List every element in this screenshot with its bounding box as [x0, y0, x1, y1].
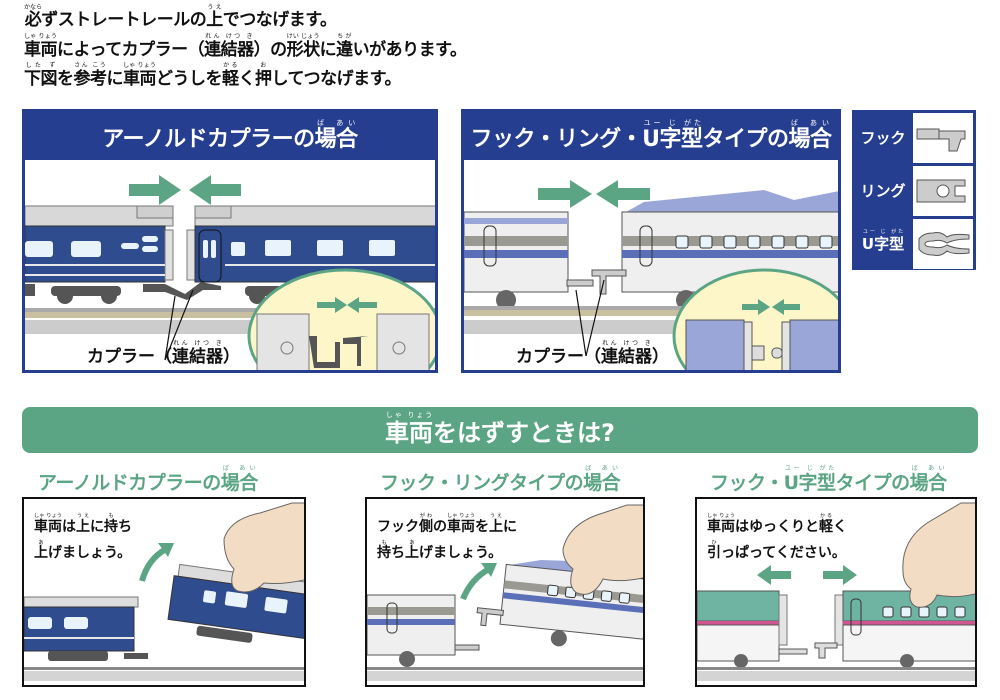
detach-hook-u-instruction: 車両しゃ りょうはゆっくりと軽かるく 引ひっぱってください。: [707, 513, 847, 566]
hand-icon: [223, 502, 304, 593]
left-shinkansen-car: [464, 211, 594, 310]
arrow-right-icon: [538, 180, 592, 208]
instruction-line: 車両しゃ りょうはゆっくりと軽かるく: [707, 513, 847, 535]
detach-hook-ring-title: フック・リングタイプの場合ば あい: [380, 465, 621, 494]
hook-u-coupler-zoom-detail: [672, 268, 838, 370]
push-together-arrows: [538, 180, 650, 208]
arnold-connect-illustration: [25, 175, 435, 370]
left-shinkansen-car: [367, 594, 480, 667]
arrow-left-icon: [596, 180, 650, 208]
intro-line-3: 下図した ずを参考さん こうに車両しゃ りょうどうしを軽かるく押おしてつなげます…: [24, 62, 401, 89]
rail-track: [697, 667, 975, 681]
detach-arnold-title: アーノルドカプラーの場合ば あい: [38, 465, 258, 494]
detach-arnold-step: 車両しゃ りょうは上うえに持もち 上あげましょう。: [22, 497, 306, 687]
left-blue-coach: [24, 596, 148, 661]
instruction-line: フック側がわの車両しゃ りょうを上うえに: [377, 513, 517, 535]
arnold-panel-title: アーノルドカプラーの場合ば あい: [25, 112, 435, 160]
lift-arrow-icon: [158, 543, 174, 557]
coupler-label: カプラー（連結器れん けつ き）: [516, 340, 669, 367]
legend-row-hook: フック: [855, 113, 973, 163]
coupler-label: カプラー（連結器れん けつ き）: [87, 340, 240, 367]
arrow-right-icon: [823, 565, 857, 585]
legend-row-ring: リング: [855, 166, 973, 216]
hand-icon: [902, 502, 975, 608]
instruction-line: 引ひっぱってください。: [707, 540, 846, 561]
detach-hook-u-illustration: [697, 502, 975, 681]
detach-hook-ring-step: フック側がわの車両しゃ りょうを上うえに 持もち上あげましょう。: [365, 497, 645, 687]
intro-line-1: 必かならずストレートレールの上うえでつなげます。: [24, 4, 337, 30]
detach-hook-ring-illustration: [367, 504, 643, 681]
legend-label-u-shape: U字型ユー じ がた: [861, 229, 905, 253]
hand-icon: [562, 504, 643, 595]
intro-line-2: 車両しゃ りょうによってカプラー（連結器れん けつ き）の形状けい じょうに違ち…: [24, 33, 467, 60]
detach-arnold-instruction: 車両しゃ りょうは上うえに持もち 上あげましょう。: [34, 513, 132, 566]
u-shape-coupler-icon: [913, 219, 973, 269]
pull-apart-arrows: [757, 565, 857, 585]
instruction-line: 持もち上あげましょう。: [377, 540, 503, 561]
detach-hook-u-title: フック・U字型ユー じ がたタイプの場合ば あい: [710, 465, 947, 494]
rail-track: [24, 667, 304, 681]
hook-ring-u-connect-panel: フック・リング・U字型ユー じ がたタイプの場合ば あい: [461, 109, 841, 373]
detach-hook-u-step: 車両しゃ りょうはゆっくりと軽かるく 引ひっぱってください。: [695, 497, 977, 687]
hook-coupler-icon: [913, 113, 973, 163]
shinkansen-connect-illustration: [464, 180, 838, 370]
lift-arrow-icon: [481, 563, 497, 577]
arnold-connect-panel: アーノルドカプラーの場合ば あい: [22, 109, 438, 373]
coupler-pointer-lines: [164, 289, 194, 361]
legend-label-ring: リング: [860, 182, 906, 200]
instruction-line: 上あげましょう。: [34, 540, 132, 561]
ring-coupler-icon: [913, 166, 973, 216]
left-e5-car: [697, 590, 808, 668]
arrow-left-icon: [189, 175, 241, 205]
coupler-pointer-lines: [575, 279, 605, 357]
left-blue-coach: [25, 205, 174, 283]
hook-ring-u-panel-title: フック・リング・U字型ユー じ がたタイプの場合ば あい: [464, 112, 838, 160]
coupler-type-legend: フック リング U字型ユー じ がた: [852, 110, 976, 270]
arrow-right-icon: [129, 175, 181, 205]
detach-arnold-illustration: [24, 502, 304, 681]
arnold-coupler-zoom-detail: [247, 268, 435, 370]
instruction-line: 車両しゃ りょうは上うえに持もち: [34, 513, 132, 535]
rail-track: [367, 667, 643, 681]
detach-hook-ring-instruction: フック側がわの車両しゃ りょうを上うえに 持もち上あげましょう。: [377, 513, 517, 566]
detach-section-banner: 車両しゃ りょうをはずすときは?: [22, 407, 978, 453]
legend-label-hook: フック: [860, 129, 906, 147]
right-blue-coach: [186, 205, 435, 283]
legend-row-u-shape: U字型ユー じ がた: [855, 219, 973, 269]
right-e5-car: [814, 590, 975, 668]
arrow-left-icon: [757, 565, 791, 585]
push-together-arrows: [129, 175, 241, 205]
